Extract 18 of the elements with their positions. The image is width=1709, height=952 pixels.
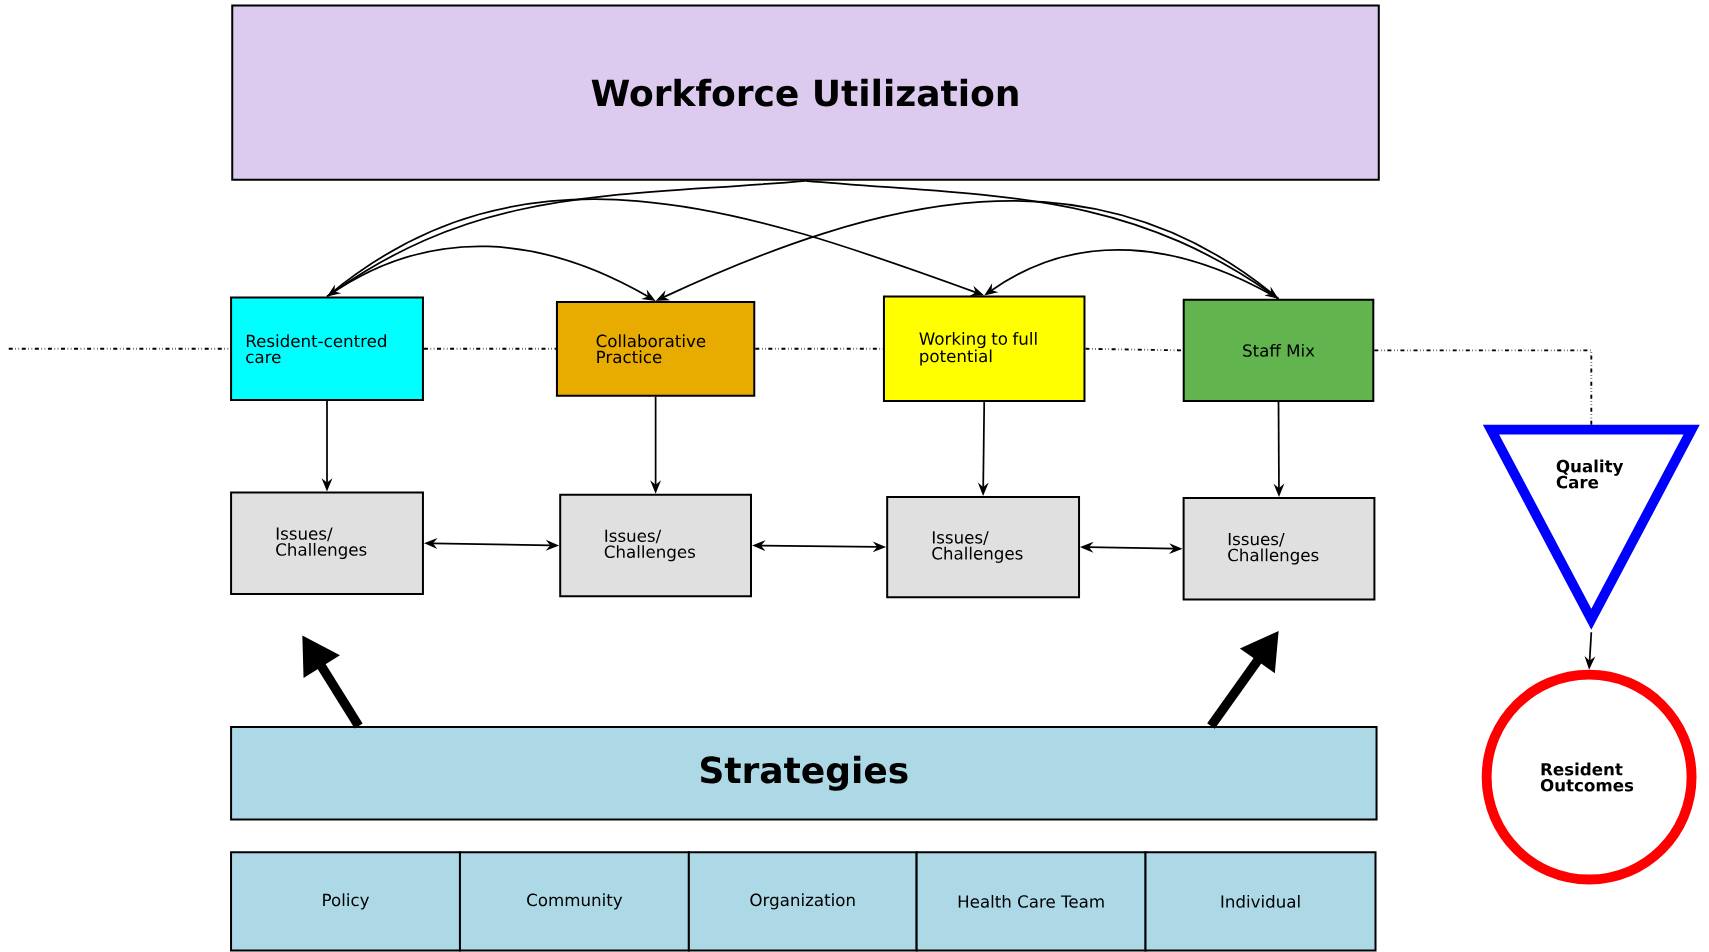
title-box: Workforce Utilization bbox=[231, 4, 1380, 181]
process-box: Staff Mix bbox=[1182, 298, 1375, 403]
issue-box: Issues/ Challenges bbox=[1182, 497, 1376, 601]
connector-line bbox=[1084, 347, 1184, 352]
process-box: Working to full potential bbox=[882, 295, 1086, 403]
process-box: Resident-centred care bbox=[230, 296, 424, 401]
table-cell: Health Care Team bbox=[915, 851, 1147, 952]
table-cell: Organization bbox=[687, 851, 918, 952]
connector-line bbox=[1373, 349, 1593, 426]
issue-box: Issues/ Challenges bbox=[886, 495, 1081, 599]
table-cell: Individual bbox=[1144, 851, 1377, 952]
table-cell: Policy bbox=[230, 851, 461, 952]
table-cell: Community bbox=[458, 851, 690, 952]
connector-line bbox=[423, 347, 557, 350]
strategies-bar: Strategies bbox=[230, 725, 1378, 821]
process-box: Collaborative Practice bbox=[555, 300, 756, 397]
issue-box: Issues/ Challenges bbox=[559, 493, 752, 598]
issue-box: Issues/ Challenges bbox=[230, 491, 424, 595]
